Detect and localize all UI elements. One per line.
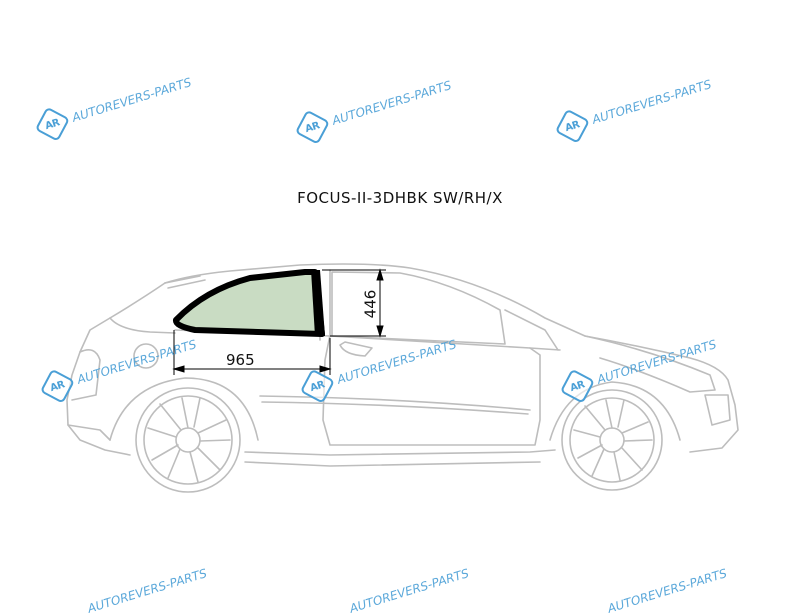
width-dimension-label: 965 — [226, 351, 255, 369]
car-side-outline — [66, 263, 739, 493]
height-dimension — [322, 268, 386, 338]
height-dimension-label: 446 — [361, 289, 380, 319]
drawing-stage: FOCUS-II-3DHBK SW/RH/X 965 446 AR AUTORE… — [34, 75, 739, 616]
door-outline — [322, 269, 541, 446]
rear-quarter-glass — [173, 269, 325, 337]
width-dimension — [172, 330, 332, 375]
front-window — [331, 271, 506, 345]
glass-frame-pillar — [311, 270, 325, 336]
part-code-title: FOCUS-II-3DHBK SW/RH/X — [297, 189, 503, 207]
body-silhouette — [164, 263, 739, 453]
